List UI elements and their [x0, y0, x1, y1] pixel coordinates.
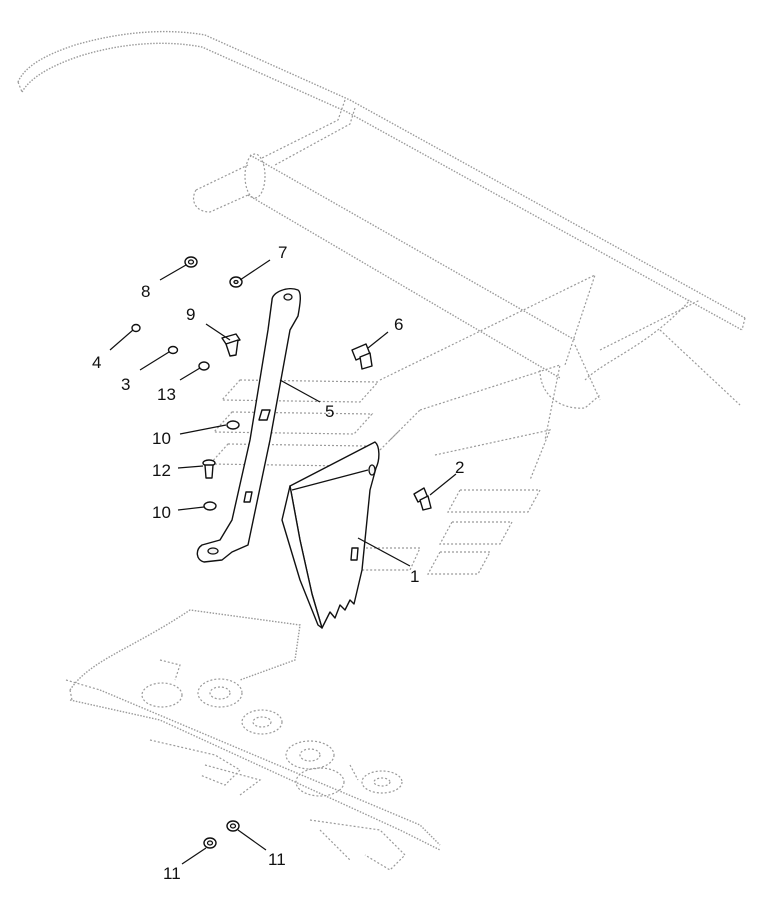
washer-item-7: [229, 276, 243, 288]
callout-11-left: 11: [163, 864, 181, 883]
bolt-item-9: [221, 333, 241, 357]
leader-lines: [109, 259, 457, 865]
cutter-bar-ghost: [65, 609, 441, 871]
nut-item-11-right: [226, 820, 240, 832]
callout-6: 6: [394, 315, 403, 334]
callout-9: 9: [186, 305, 195, 324]
nut-item-4: [131, 323, 141, 333]
frame-ghost: [17, 30, 746, 575]
callout-10-upper: 10: [152, 429, 171, 448]
callout-12: 12: [152, 461, 171, 480]
nut-item-8: [184, 256, 198, 268]
washer-item-10-lower: [203, 501, 217, 511]
washer-item-10-upper: [226, 420, 240, 430]
callout-2: 2: [455, 458, 464, 477]
callout-1: 1: [410, 567, 419, 586]
callout-5: 5: [325, 402, 334, 421]
shield-part-1: [281, 441, 380, 629]
callout-13: 13: [157, 385, 176, 404]
bolt-item-12: [202, 459, 216, 479]
washer-item-13: [198, 361, 210, 371]
callout-11-right: 11: [268, 850, 286, 869]
callouts: 8 7 9 4 3 13 6 5 10 12 10 2 1 11 11: [92, 243, 464, 883]
support-bracket-part-5: [196, 288, 301, 563]
washer-item-3: [167, 345, 179, 355]
callout-8: 8: [141, 282, 150, 301]
callout-3: 3: [121, 375, 130, 394]
nut-item-11-left: [203, 837, 217, 849]
bolt-item-6: [351, 343, 373, 370]
callout-10-lower: 10: [152, 503, 171, 522]
callout-7: 7: [278, 243, 287, 262]
callout-4: 4: [92, 353, 101, 372]
bolt-item-2: [413, 487, 432, 511]
